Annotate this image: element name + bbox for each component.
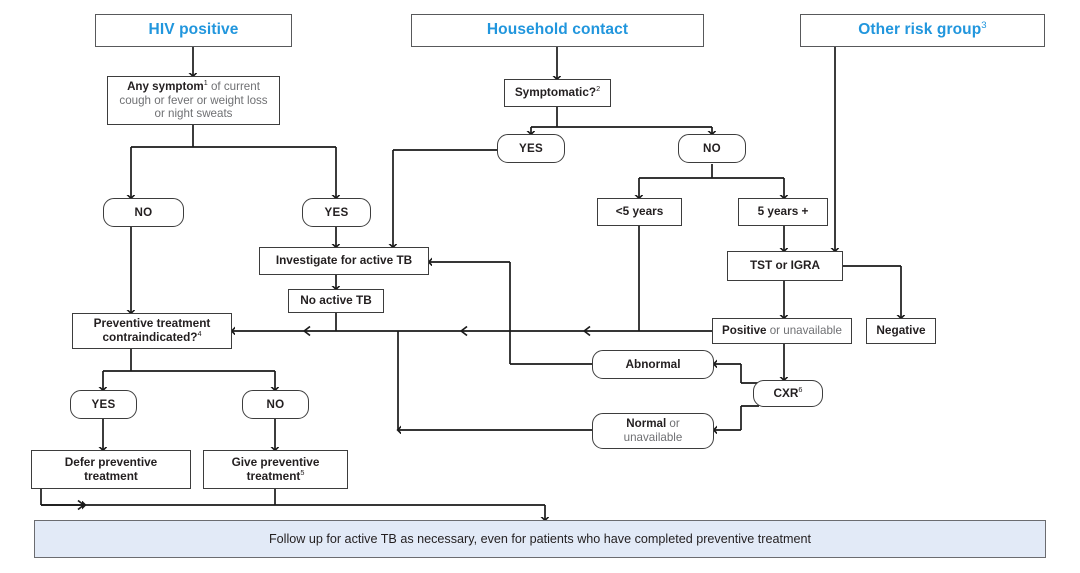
node-contraindicated-yes-label: YES <box>91 397 116 411</box>
footnote-marker-3: 3 <box>981 20 987 32</box>
header-household-contact-label: Household contact <box>486 21 629 39</box>
node-household-yes-label: YES <box>518 141 544 155</box>
node-abnormal-label: Abnormal <box>625 356 681 371</box>
header-hiv-positive[interactable]: HIV positive <box>95 14 292 47</box>
give-line2: treatment <box>246 468 301 483</box>
node-5-years-plus-label: 5 years + <box>757 204 809 219</box>
node-household-yes[interactable]: YES <box>497 134 565 163</box>
footnote-marker-6: 6 <box>798 384 803 394</box>
node-defer-preventive-treatment[interactable]: Defer preventive treatment <box>31 450 191 489</box>
any-symptom-line3: or night sweats <box>154 107 233 121</box>
node-under-5-years-label: <5 years <box>615 204 664 219</box>
positive-rest: or unavailable <box>766 324 842 338</box>
positive-bold: Positive <box>722 324 767 338</box>
node-5-years-plus[interactable]: 5 years + <box>738 198 828 226</box>
node-hiv-yes[interactable]: YES <box>302 198 371 227</box>
normal-rest: or <box>666 417 680 431</box>
node-normal-or-unavailable[interactable]: Normal or unavailable <box>592 413 714 449</box>
node-negative-label: Negative <box>876 323 926 338</box>
defer-line1: Defer preventive <box>64 454 158 469</box>
node-preventive-treatment-contraindicated[interactable]: Preventive treatment contraindicated?4 <box>72 313 232 349</box>
footnote-marker-2: 2 <box>596 84 601 94</box>
footnote-marker-4: 4 <box>197 329 202 339</box>
node-symptomatic[interactable]: Symptomatic?2 <box>504 79 611 107</box>
node-household-no-label: NO <box>703 141 721 155</box>
node-tst-or-igra[interactable]: TST or IGRA <box>727 251 843 281</box>
node-give-preventive-treatment[interactable]: Give preventive treatment5 <box>203 450 348 489</box>
header-household-contact[interactable]: Household contact <box>411 14 704 47</box>
footnote-marker-1: 1 <box>203 78 208 88</box>
node-hiv-no[interactable]: NO <box>103 198 184 227</box>
node-negative[interactable]: Negative <box>866 318 936 344</box>
node-positive-or-unavailable[interactable]: Positive or unavailable <box>712 318 852 344</box>
defer-line2: treatment <box>84 468 138 483</box>
header-hiv-positive-label: HIV positive <box>148 21 239 39</box>
normal-line2: unavailable <box>623 431 683 444</box>
node-tst-or-igra-label: TST or IGRA <box>749 258 821 273</box>
any-symptom-lead: Any symptom <box>127 79 204 93</box>
node-contraindicated-no-label: NO <box>266 397 285 411</box>
followup-banner: Follow up for active TB as necessary, ev… <box>34 520 1046 558</box>
normal-bold: Normal <box>626 417 667 431</box>
node-symptomatic-label: Symptomatic? <box>514 85 597 100</box>
node-no-active-tb-label: No active TB <box>300 293 372 308</box>
node-cxr-label: CXR <box>773 385 799 400</box>
node-hiv-no-label: NO <box>134 205 153 219</box>
any-symptom-line2: cough or fever or weight loss <box>119 93 268 107</box>
contraindicated-line1: Preventive treatment <box>93 316 211 331</box>
node-contraindicated-yes[interactable]: YES <box>70 390 137 419</box>
header-other-risk-group-label: Other risk group3 <box>858 20 987 39</box>
header-other-risk-group[interactable]: Other risk group3 <box>800 14 1045 47</box>
node-investigate-active-tb-label: Investigate for active TB <box>275 253 413 268</box>
any-symptom-rest1: of current <box>207 79 260 93</box>
node-cxr[interactable]: CXR6 <box>753 380 823 407</box>
followup-banner-text: Follow up for active TB as necessary, ev… <box>268 532 812 546</box>
node-abnormal[interactable]: Abnormal <box>592 350 714 379</box>
give-line1: Give preventive <box>231 454 320 469</box>
node-no-active-tb[interactable]: No active TB <box>288 289 384 313</box>
node-any-symptom[interactable]: Any symptom1 of current cough or fever o… <box>107 76 280 125</box>
node-under-5-years[interactable]: <5 years <box>597 198 682 226</box>
node-hiv-yes-label: YES <box>324 205 349 219</box>
node-contraindicated-no[interactable]: NO <box>242 390 309 419</box>
contraindicated-line2: contraindicated? <box>102 330 198 344</box>
node-investigate-active-tb[interactable]: Investigate for active TB <box>259 247 429 275</box>
node-household-no[interactable]: NO <box>678 134 746 163</box>
footnote-marker-5: 5 <box>300 467 305 477</box>
